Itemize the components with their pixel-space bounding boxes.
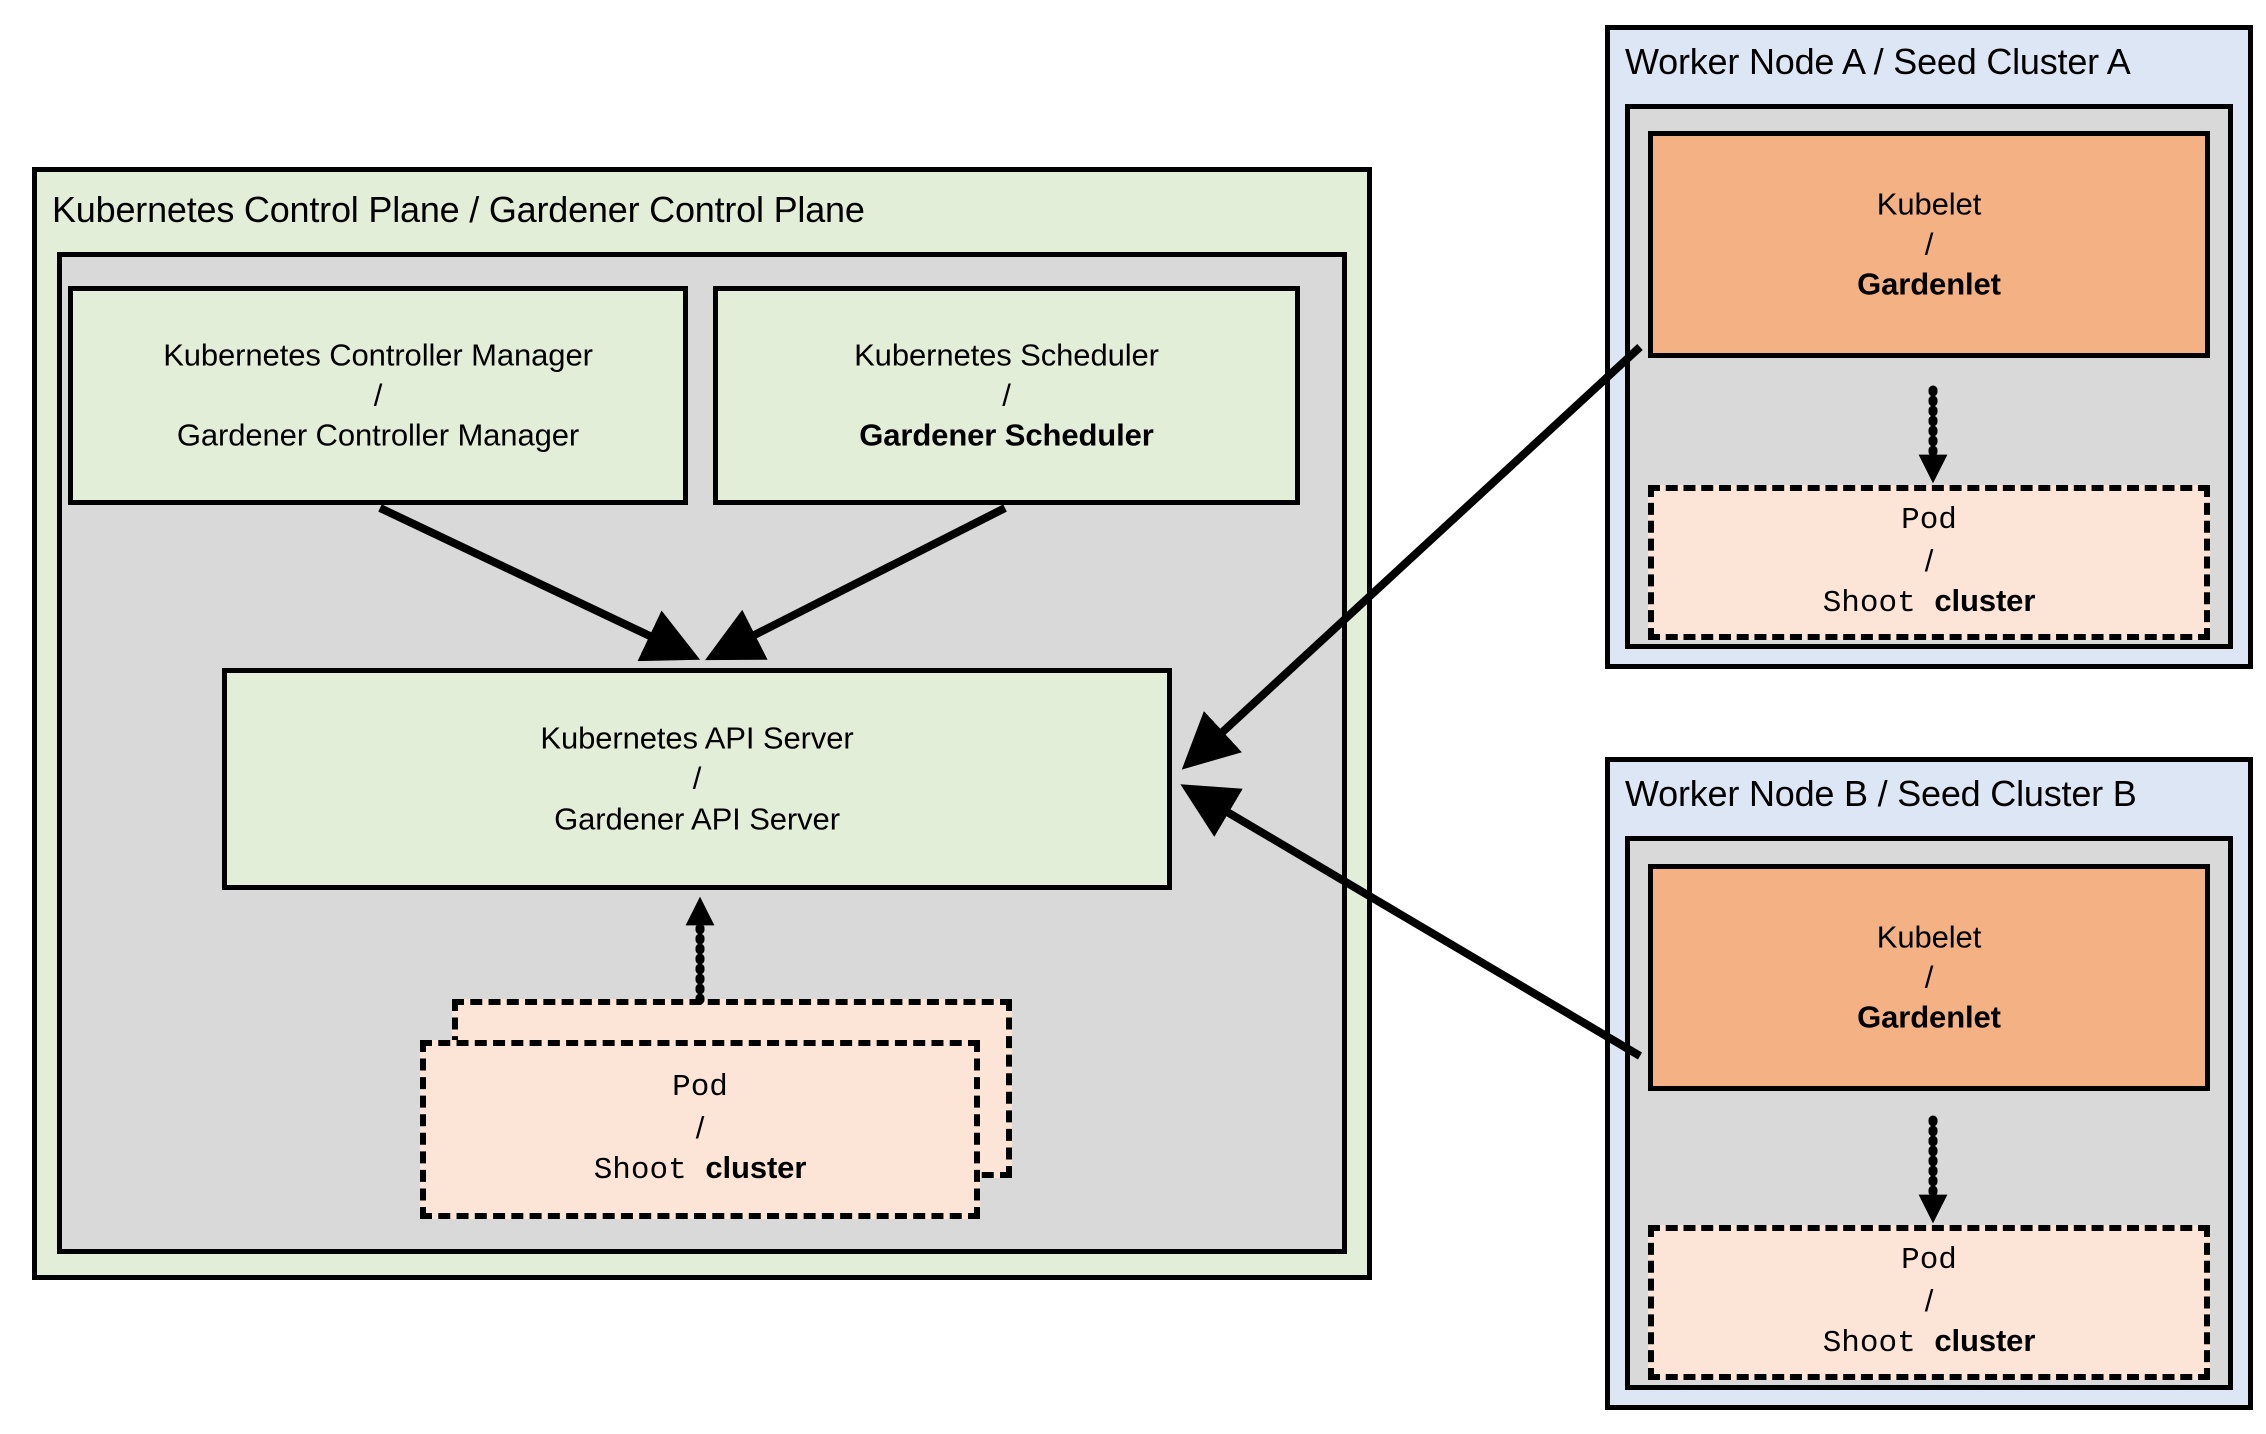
pod-a-line1: Pod	[1901, 502, 1957, 538]
api-server-separator: /	[692, 760, 702, 796]
pod-a-line2-mono: Shoot	[1822, 586, 1935, 622]
pod-b-separator: /	[1924, 1282, 1934, 1318]
control-plane-pod-box[interactable]: Pod / Shoot cluster	[420, 1040, 980, 1219]
controller-manager-labels: Kubernetes Controller Manager / Gardener…	[73, 335, 683, 456]
controller-manager-separator: /	[373, 377, 383, 413]
pod-b-line2-bold: cluster	[1934, 1323, 2036, 1359]
controller-manager-line2: Gardener Controller Manager	[176, 417, 580, 453]
control-plane-pod-line2-mono: Shoot	[593, 1153, 706, 1189]
control-plane-pod-line1: Pod	[672, 1069, 728, 1105]
scheduler-labels: Kubernetes Scheduler / Gardener Schedule…	[718, 335, 1295, 456]
pod-a-line2-bold: cluster	[1934, 583, 2036, 619]
control-plane-title: Kubernetes Control Plane / Gardener Cont…	[52, 189, 865, 230]
control-plane-pod-line2: Shoot cluster	[426, 1148, 974, 1191]
kubelet-a-labels: Kubelet / Gardenlet	[1653, 184, 2205, 305]
kubelet-gardenlet-a-box[interactable]: Kubelet / Gardenlet	[1648, 131, 2210, 358]
kubelet-b-separator: /	[1924, 959, 1934, 995]
pod-b-line1: Pod	[1901, 1242, 1957, 1278]
control-plane-pod-labels: Pod / Shoot cluster	[426, 1068, 974, 1192]
control-plane-pod-line2-bold: cluster	[705, 1150, 807, 1186]
scheduler-line1: Kubernetes Scheduler	[854, 337, 1159, 373]
scheduler-separator: /	[1002, 377, 1011, 413]
api-server-line2: Gardener API Server	[554, 801, 840, 837]
pod-a-line2: Shoot cluster	[1654, 581, 2204, 624]
controller-manager-line1: Kubernetes Controller Manager	[163, 337, 593, 373]
scheduler-line2: Gardener Scheduler	[859, 417, 1154, 453]
kubelet-a-line2: Gardenlet	[1857, 266, 2001, 302]
kubelet-b-line2: Gardenlet	[1857, 999, 2001, 1035]
kubernetes-scheduler-box[interactable]: Kubernetes Scheduler / Gardener Schedule…	[713, 286, 1300, 505]
kubelet-a-line1: Kubelet	[1876, 186, 1982, 222]
pod-b-line2: Shoot cluster	[1654, 1321, 2204, 1364]
pod-b-line2-mono: Shoot	[1822, 1326, 1935, 1362]
kubelet-gardenlet-b-box[interactable]: Kubelet / Gardenlet	[1648, 864, 2210, 1091]
pod-a-labels: Pod / Shoot cluster	[1654, 501, 2204, 625]
api-server-labels: Kubernetes API Server / Gardener API Ser…	[227, 719, 1167, 840]
pod-b-labels: Pod / Shoot cluster	[1654, 1241, 2204, 1365]
kubelet-a-separator: /	[1924, 226, 1934, 262]
pod-a-separator: /	[1924, 542, 1934, 578]
kubernetes-controller-manager-box[interactable]: Kubernetes Controller Manager / Gardener…	[68, 286, 688, 505]
api-server-line1: Kubernetes API Server	[540, 720, 854, 756]
pod-b-box[interactable]: Pod / Shoot cluster	[1648, 1225, 2210, 1380]
kubelet-b-labels: Kubelet / Gardenlet	[1653, 917, 2205, 1038]
control-plane-pod-separator: /	[695, 1109, 705, 1145]
kubernetes-api-server-box[interactable]: Kubernetes API Server / Gardener API Ser…	[222, 668, 1172, 890]
pod-a-box[interactable]: Pod / Shoot cluster	[1648, 485, 2210, 640]
worker-node-b-title: Worker Node B / Seed Cluster B	[1625, 773, 2137, 814]
worker-node-a-title: Worker Node A / Seed Cluster A	[1625, 41, 2131, 82]
kubelet-b-line1: Kubelet	[1876, 919, 1982, 955]
